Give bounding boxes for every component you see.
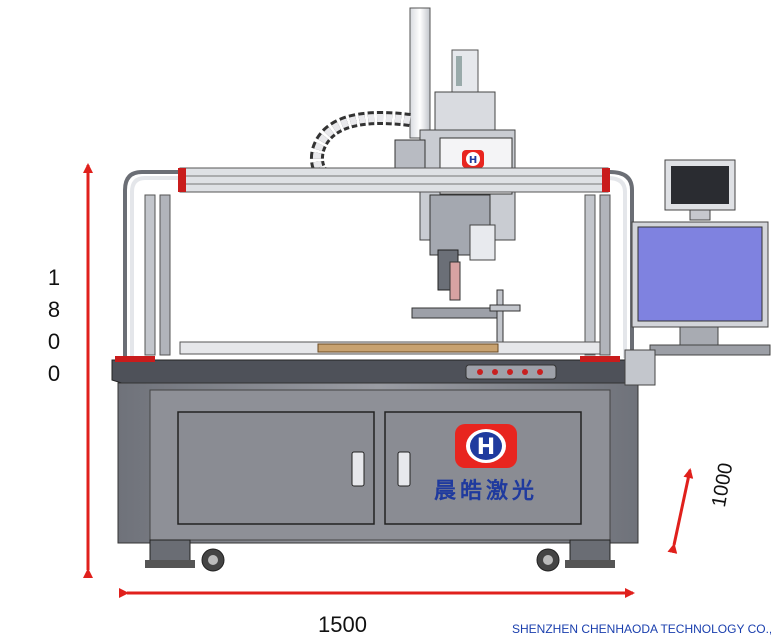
cabinet-brand-name: 晨皓激光 [434, 478, 538, 504]
height-digit: 1 [47, 265, 61, 290]
height-digit: 8 [47, 297, 61, 322]
gantry-frame [123, 167, 634, 358]
control-monitor [624, 159, 771, 386]
depth-arrow [667, 468, 694, 554]
cabinet-logo-letter: H [477, 435, 495, 460]
machine-cabinet [111, 356, 646, 572]
dimension-arrows [83, 163, 694, 598]
laser-head-assembly [310, 7, 516, 301]
height-digit: 0 [47, 361, 61, 386]
svg-text:H: H [469, 155, 477, 166]
height-digit: 0 [47, 329, 61, 354]
cabinet-logo: H 晨皓激光 [434, 424, 538, 504]
width-dimension-label: 1500 [318, 612, 367, 637]
height-dimension-label: 1 8 0 0 [42, 262, 66, 390]
company-name: SHENZHEN CHENHAODA TECHNOLOGY CO., [512, 622, 771, 636]
work-fixture [179, 289, 601, 355]
